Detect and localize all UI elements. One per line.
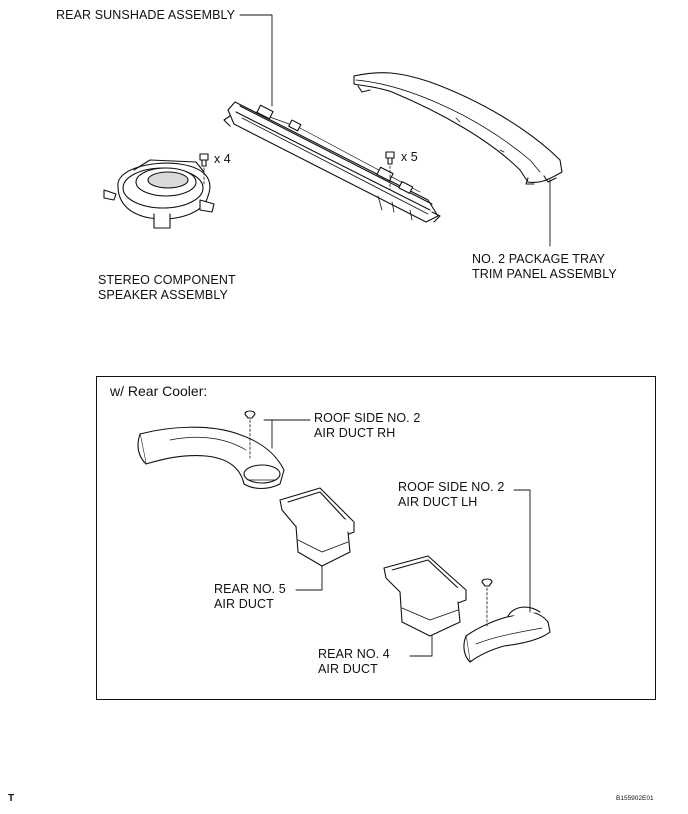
label-stereo-speaker: STEREO COMPONENT SPEAKER ASSEMBLY (98, 273, 236, 302)
clip-rh (244, 410, 256, 459)
corner-mark: T (8, 793, 15, 804)
rear-no5-air-duct (279, 487, 355, 567)
label-rear-no5: REAR NO. 5 AIR DUCT (214, 582, 286, 611)
condition-title: w/ Rear Cooler: (110, 383, 208, 399)
figure-reference: B155902E01 (616, 795, 654, 802)
label-duct-lh: ROOF SIDE NO. 2 AIR DUCT LH (398, 480, 505, 509)
label-rear-sunshade: REAR SUNSHADE ASSEMBLY (56, 8, 236, 22)
qty-speaker-screws: x 4 (214, 152, 231, 166)
qty-sunshade-screws: x 5 (401, 150, 418, 164)
package-tray-trim-panel (353, 72, 563, 185)
rear-sunshade-assembly (223, 101, 441, 223)
sunshade-screw (385, 151, 395, 191)
label-package-tray: NO. 2 PACKAGE TRAY TRIM PANEL ASSEMBLY (472, 252, 617, 281)
rear-cooler-box (96, 376, 656, 700)
label-duct-rh: ROOF SIDE NO. 2 AIR DUCT RH (314, 411, 421, 440)
roof-side-air-duct-rh (137, 426, 285, 490)
speaker-screw (199, 153, 209, 187)
clip-lh (481, 578, 493, 627)
stereo-speaker-assembly (103, 159, 215, 229)
label-rear-no4: REAR NO. 4 AIR DUCT (318, 647, 390, 676)
rear-no4-air-duct (383, 555, 467, 637)
